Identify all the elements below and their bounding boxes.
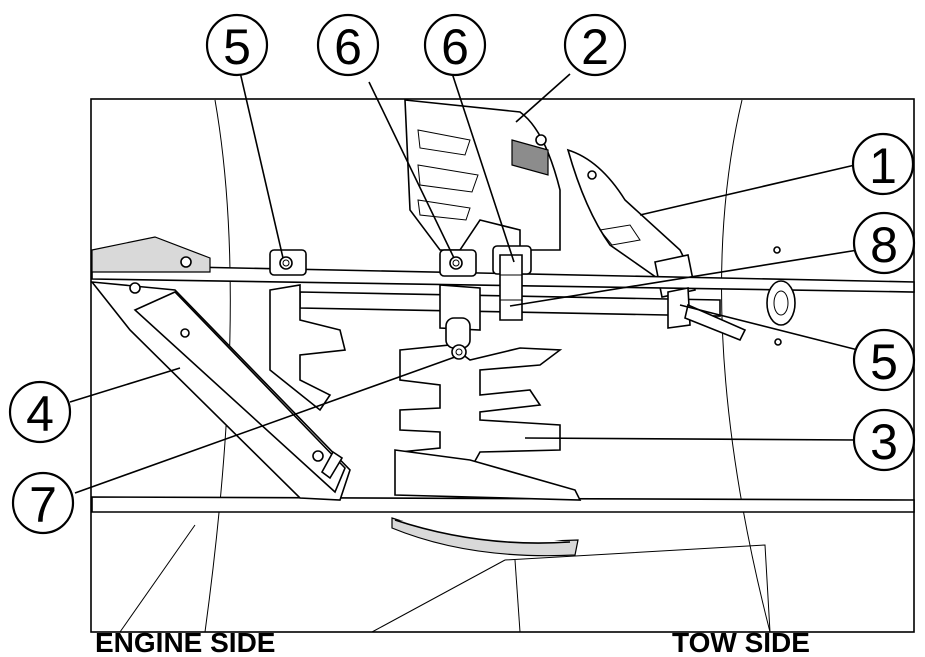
callout-8-label: 8 (870, 217, 898, 273)
leader-6-left (368, 81, 455, 259)
callout-5-top: 5 (205, 13, 269, 77)
leader-5-top (239, 71, 284, 259)
clamp-bracket-6-right (492, 245, 532, 321)
tine-3 (394, 344, 582, 501)
callout-6-right-label: 6 (441, 19, 469, 75)
leader-6-right (451, 72, 515, 263)
callout-7: 7 (11, 471, 75, 535)
callout-5-top-label: 5 (223, 19, 251, 75)
leader-2 (515, 73, 571, 123)
callout-4: 4 (8, 380, 72, 444)
callout-2: 2 (563, 13, 627, 77)
tine-left-lower (269, 284, 346, 412)
clamp-bracket-5-top (269, 249, 307, 276)
callout-1: 1 (851, 132, 915, 196)
leader-8 (509, 249, 859, 307)
callout-3: 3 (852, 408, 916, 472)
leader-lines (69, 71, 859, 494)
callout-1-label: 1 (869, 138, 897, 194)
engine-side-label: ENGINE SIDE (95, 627, 275, 657)
drum-housing (119, 99, 771, 633)
lower-guard (391, 517, 579, 557)
callout-6-right: 6 (423, 13, 487, 77)
callout-7-label: 7 (29, 477, 57, 533)
callout-2-label: 2 (581, 19, 609, 75)
leader-5-right (679, 304, 859, 351)
tine-bracket-4 (90, 236, 351, 501)
clamp-bracket-6-left (439, 249, 481, 360)
tine-bracket-2 (404, 99, 561, 251)
callout-8: 8 (852, 211, 916, 275)
callout-5-right: 5 (852, 328, 916, 392)
callout-6-left-label: 6 (334, 19, 362, 75)
leader-1 (639, 164, 856, 216)
callout-4-label: 4 (26, 386, 54, 442)
clamp-bracket-5-right (667, 246, 796, 346)
callout-3-label: 3 (870, 414, 898, 470)
leader-7 (74, 356, 456, 494)
leader-4 (69, 367, 181, 403)
callout-5-right-label: 5 (870, 334, 898, 390)
tow-side-label: TOW SIDE (672, 627, 810, 657)
leader-3 (524, 437, 858, 441)
callout-6-left: 6 (316, 13, 380, 77)
